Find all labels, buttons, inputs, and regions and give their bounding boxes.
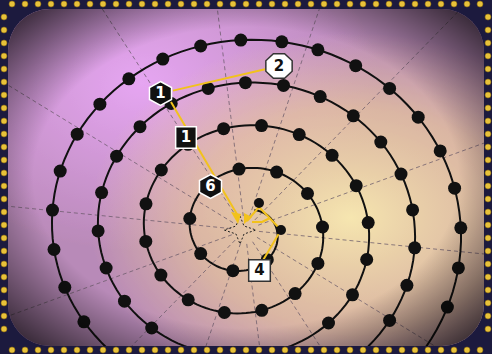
score-octagon: 2	[265, 53, 293, 79]
path-line	[173, 69, 265, 90]
step-square: 4	[248, 259, 271, 282]
marker-number: 6	[205, 179, 215, 194]
marker-number: 1	[155, 86, 165, 101]
marker-number: 1	[181, 130, 191, 145]
marker-number: 4	[254, 263, 264, 278]
move-hexagon: 6	[198, 174, 223, 199]
marker-number: 2	[274, 59, 284, 74]
step-square: 1	[175, 126, 197, 149]
path-line-stroke	[173, 69, 265, 90]
move-hexagon: 1	[148, 81, 173, 106]
